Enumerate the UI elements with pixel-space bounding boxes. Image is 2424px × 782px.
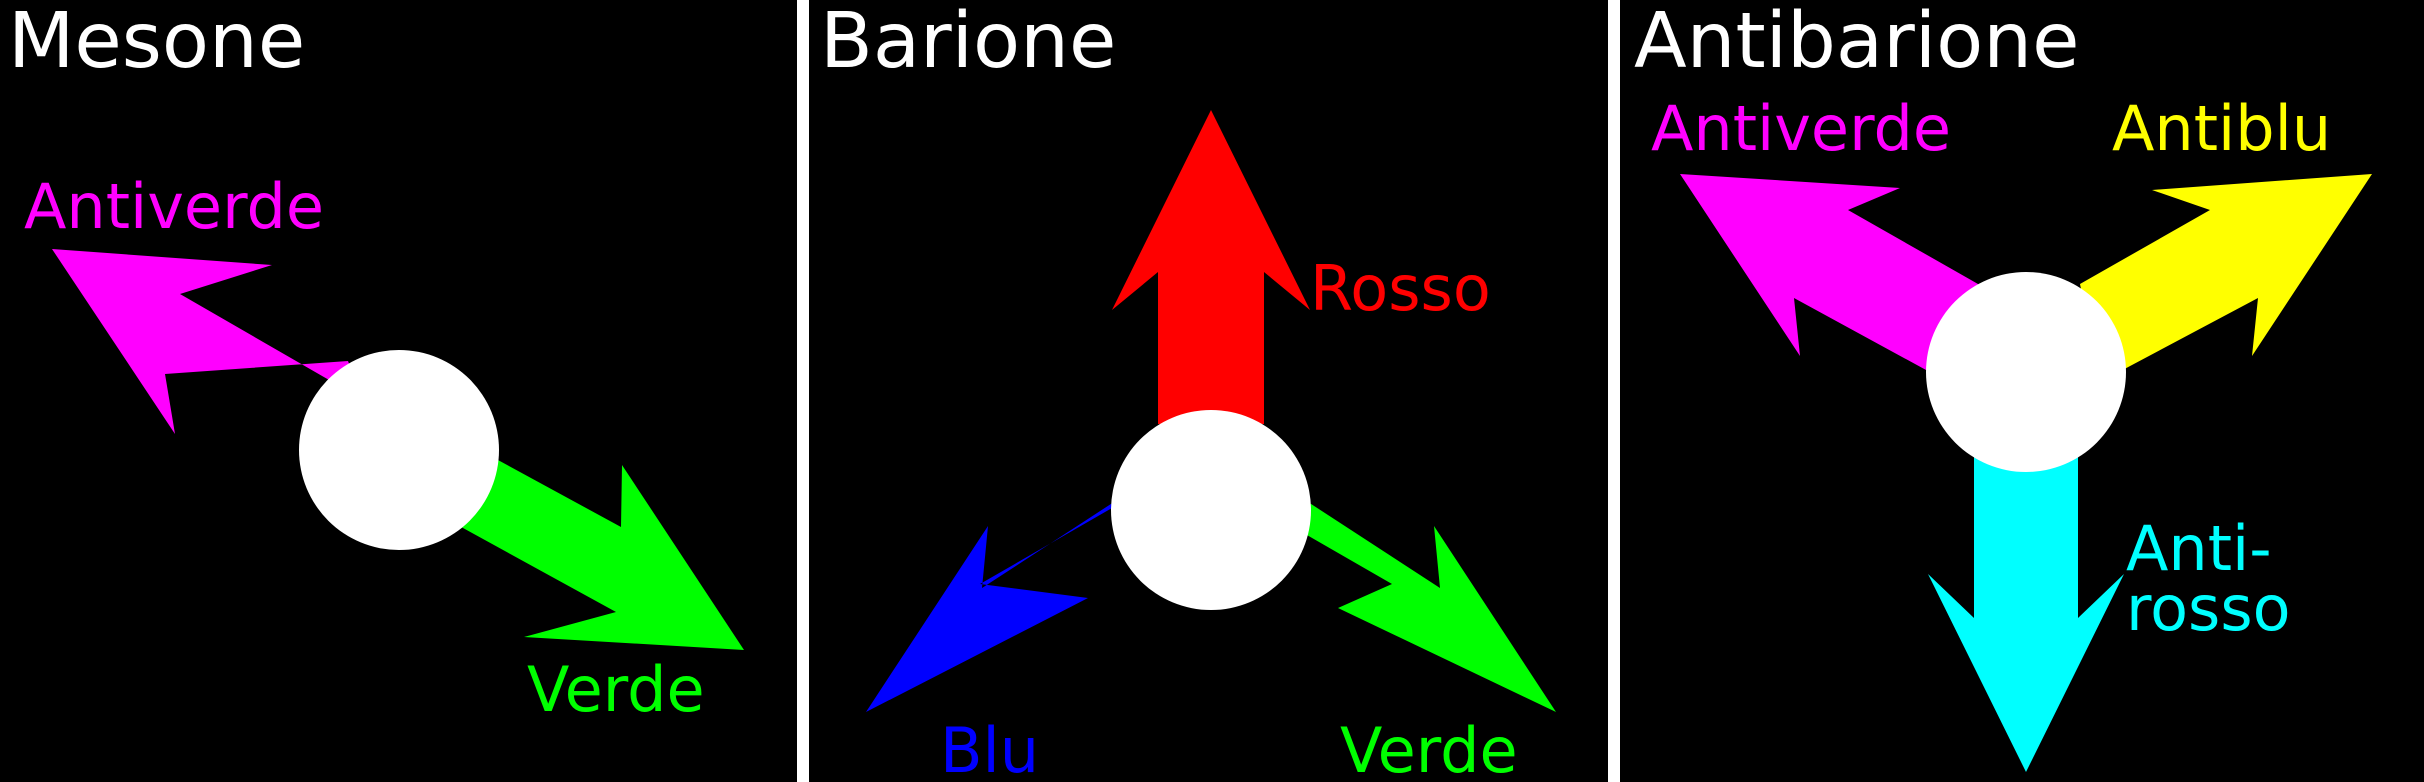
verde-arrow — [443, 441, 744, 650]
quark-circle — [299, 350, 499, 550]
antiblu-arrow — [2080, 174, 2372, 382]
antirosso-arrow — [1928, 440, 2124, 772]
antiverde-label: Antiverde — [24, 170, 324, 243]
panel-title: Barione — [820, 0, 1116, 86]
antiblu-label: Antiblu — [2112, 92, 2331, 165]
blu-arrow — [866, 472, 1160, 712]
quark-circle — [1926, 272, 2126, 472]
panel-barione: Barione Rosso Blu Verde — [809, 0, 1608, 782]
rosso-arrow — [1112, 110, 1310, 424]
panel-divider — [797, 0, 809, 782]
verde-label: Verde — [527, 653, 705, 726]
verde-label: Verde — [1340, 714, 1518, 782]
panel-mesone: Mesone Antiverde Verde — [0, 0, 797, 782]
panel-divider — [1608, 0, 1620, 782]
antiverde-arrow — [1680, 174, 1978, 382]
blu-label: Blu — [940, 714, 1039, 782]
antiverde-label: Antiverde — [1651, 92, 1951, 165]
verde-arrow — [1260, 472, 1556, 712]
rosso-label: Rosso — [1310, 252, 1491, 325]
antiverde-arrow — [52, 249, 362, 434]
antirosso-label-line2: rosso — [2126, 572, 2291, 645]
panel-title: Mesone — [8, 0, 305, 86]
panel-title: Antibarione — [1634, 0, 2079, 86]
quark-circle — [1111, 410, 1311, 610]
panel-antibarione: Antibarione Antiverde Antiblu Anti- ross… — [1620, 0, 2424, 782]
antirosso-label-line1: Anti- — [2126, 512, 2272, 585]
